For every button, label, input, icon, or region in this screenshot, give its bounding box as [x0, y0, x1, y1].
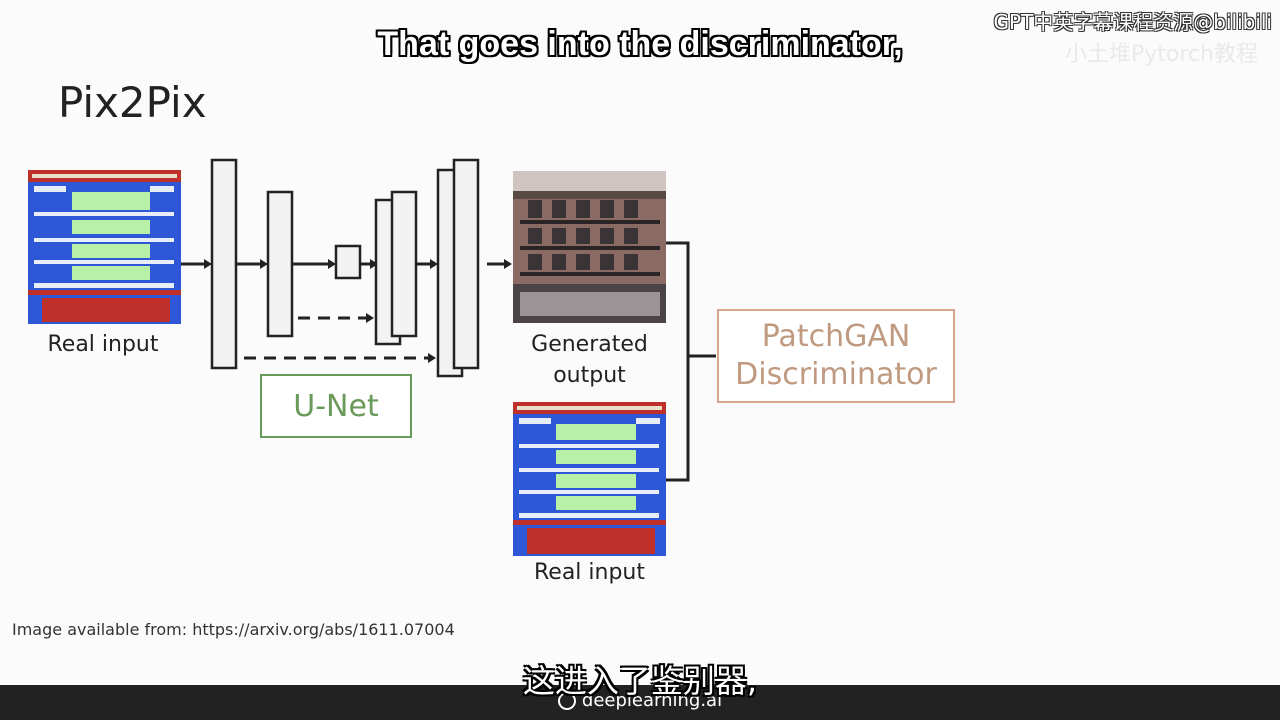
discriminator-input-bracket [666, 241, 690, 482]
subtitle-english: That goes into the discriminator, [377, 25, 903, 63]
generated-output-caption-line2: output [553, 363, 626, 388]
subtitle-chinese: 这进入了鉴别器, [522, 662, 758, 700]
faint-watermark: 小土堆Pytorch教程 [1065, 42, 1258, 67]
generated-output-caption: Generated output [513, 329, 666, 391]
pix2pix-diagram [28, 158, 716, 556]
real-input-top-caption: Real input [47, 332, 159, 357]
unet-bottleneck-block [334, 244, 362, 280]
footer-bar [0, 685, 1280, 720]
generated-output-caption-line1: Generated [531, 332, 648, 357]
unet-encoder-block-1 [210, 158, 238, 370]
generated-output-image [513, 171, 666, 323]
brand-logo-icon [557, 692, 576, 710]
unet-decoder-block-2b [390, 190, 418, 338]
patchgan-discriminator-box: PatchGAN Discriminator [717, 309, 955, 403]
patchgan-label-line2: Discriminator [735, 357, 937, 392]
patchgan-label-line1: PatchGAN [761, 319, 911, 354]
brand-name: deeplearning.ai [581, 690, 723, 711]
unet-label-box: U-Net [260, 374, 412, 438]
real-input-image-bottom [513, 402, 666, 556]
channel-watermark: GPT中英字幕课程资源@bilibili [993, 10, 1272, 34]
footer-brand: deeplearning.ai [0, 690, 1280, 711]
unet-label: U-Net [293, 388, 379, 424]
real-input-bottom-caption: Real input [533, 560, 645, 585]
image-credit: Image available from: https://arxiv.org/… [12, 620, 455, 639]
unet-encoder-block-2 [266, 190, 294, 338]
slide-title: Pix2Pix [58, 78, 207, 127]
unet-decoder-block-1b [452, 158, 480, 370]
real-input-image-top [28, 170, 181, 324]
